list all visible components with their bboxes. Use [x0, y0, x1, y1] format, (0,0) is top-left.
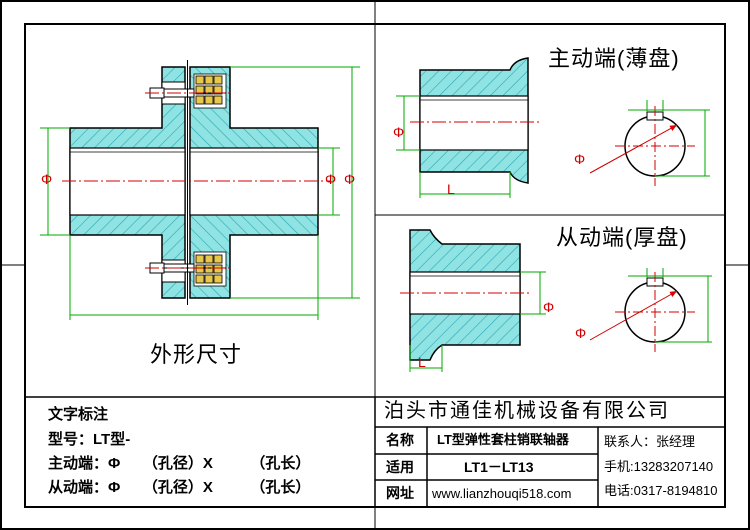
row-url-label: 网址	[386, 485, 414, 501]
driving-end-view	[396, 57, 710, 198]
right-bore	[189, 147, 319, 216]
company-name: 泊头市通佳机械设备有限公司	[384, 400, 670, 422]
dim-L-driving: L	[447, 181, 455, 197]
dim-phi-bore: Φ	[325, 171, 337, 187]
contact-mobile: 手机:13283207140	[604, 459, 714, 474]
title-block-grid	[25, 396, 725, 507]
driven-end-view	[400, 229, 712, 372]
driven-end-title: 从动端(厚盘)	[556, 225, 688, 250]
contact-phone: 电话:0317-8194810	[604, 483, 718, 498]
notes-title: 文字标注	[48, 406, 109, 423]
driven-keyway-circle	[589, 268, 712, 352]
dim-phi-driving-key: Φ	[574, 151, 586, 167]
dim-phi-driven: Φ	[543, 299, 555, 315]
dim-phi-driven-key: Φ	[575, 325, 587, 341]
dim-phi-driving: Φ	[393, 124, 405, 140]
outline-dimension-title: 外形尺寸	[150, 342, 243, 367]
driving-end-title: 主动端(薄盘)	[548, 46, 680, 71]
notes-driven: 从动端：Φ （孔径）X （孔长）	[48, 479, 311, 496]
row-name-value: LT型弹性套柱销联轴器	[437, 432, 569, 447]
contact-person: 联系人：张经理	[604, 434, 696, 449]
row-name-label: 名称	[386, 432, 414, 448]
dim-phi-outer: Φ	[344, 171, 356, 187]
row-apply-label: 适用	[386, 459, 414, 475]
dim-L-driven: L	[418, 354, 426, 370]
notes-driving: 主动端：Φ （孔径）X （孔长）	[48, 455, 311, 472]
driving-keyway-circle	[589, 100, 710, 186]
dim-phi-hub: Φ	[41, 171, 53, 187]
row-url-value: www.lianzhouqi518.com	[432, 486, 572, 501]
row-apply-value: LT1－LT13	[464, 459, 534, 475]
assembly-section-view	[40, 60, 360, 320]
notes-model: 型号：LT型-	[48, 431, 131, 448]
